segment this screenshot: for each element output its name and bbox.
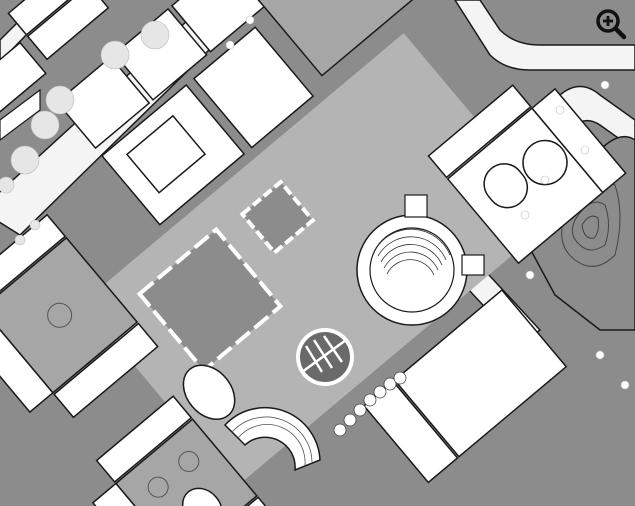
zoom-in-button[interactable]: Zoom in xyxy=(591,4,631,44)
umbrella-row xyxy=(333,371,407,437)
central-round-plaza xyxy=(296,328,354,386)
trees xyxy=(0,15,630,390)
semicircular-theater xyxy=(223,406,321,472)
circular-auditorium xyxy=(356,194,485,326)
zoom-in-icon xyxy=(596,9,627,40)
